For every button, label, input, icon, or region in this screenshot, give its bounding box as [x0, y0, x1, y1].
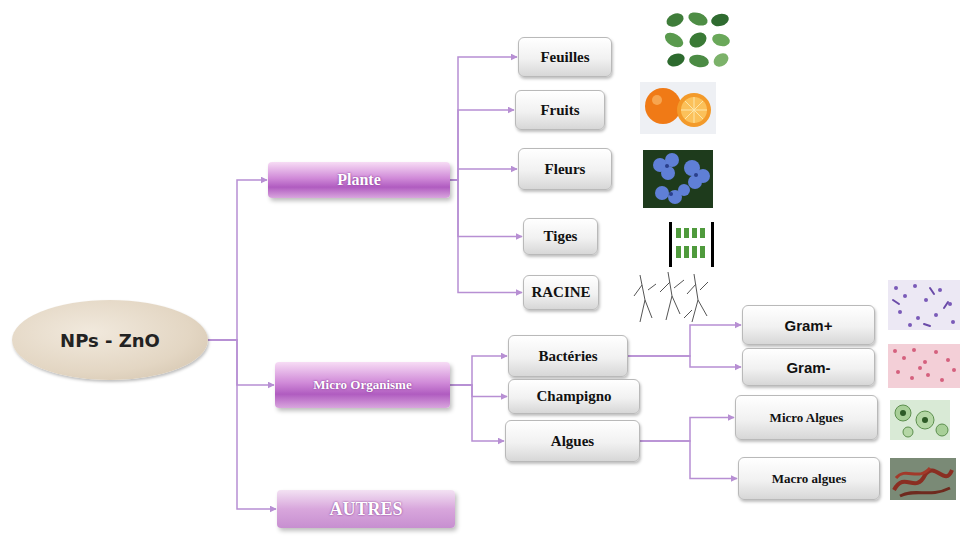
part-box: Fruits	[515, 90, 605, 130]
box-label: Feuilles	[540, 49, 589, 66]
box-label: AUTRES	[329, 499, 402, 520]
box-label: Plante	[337, 171, 381, 189]
roots-drawing	[634, 272, 708, 322]
arrow-connector	[450, 180, 522, 237]
leaves-photo	[662, 10, 732, 70]
box-label: Macro algues	[772, 471, 847, 487]
box-label: RACINE	[531, 284, 590, 301]
part-box: Tiges	[523, 218, 598, 255]
category-box: AUTRES	[277, 490, 455, 528]
group-box: Bactéries	[508, 335, 628, 377]
box-label: Bactéries	[538, 348, 597, 365]
arrow-connector	[450, 57, 517, 180]
type-box: Gram-	[742, 348, 875, 386]
arrow-connector	[208, 340, 274, 385]
box-label: Algues	[551, 433, 594, 450]
macro-algae-photo	[890, 458, 956, 500]
part-box: RACINE	[523, 275, 599, 310]
arrow-connector	[450, 356, 507, 385]
arrow-connector	[450, 385, 507, 397]
box-label: Gram-	[786, 359, 830, 376]
arrow-connector	[208, 340, 276, 509]
arrow-connector	[450, 169, 517, 180]
gram-positive-photo	[888, 280, 960, 330]
category-box: Micro Organisme	[275, 362, 450, 408]
arrow-connector	[450, 385, 504, 441]
box-label: Micro Algues	[770, 410, 844, 426]
flowers-photo	[643, 150, 713, 208]
gram-negative-photo	[888, 344, 960, 388]
stems-photo	[669, 222, 714, 267]
box-label: NPs - ZnO	[60, 330, 160, 351]
source-ellipse: NPs - ZnO	[12, 300, 208, 380]
group-box: Champigno	[508, 379, 640, 414]
category-box: Plante	[268, 162, 450, 198]
arrow-connector	[208, 180, 267, 340]
box-label: Fruits	[540, 102, 579, 119]
box-label: Micro Organisme	[313, 377, 411, 393]
arrow-connector	[628, 356, 741, 367]
box-label: Tiges	[544, 228, 578, 245]
part-box: Fleurs	[518, 148, 612, 190]
arrow-connector	[640, 441, 737, 479]
type-box: Gram+	[742, 305, 875, 345]
part-box: Feuilles	[518, 37, 612, 77]
type-box: Micro Algues	[735, 395, 878, 440]
box-label: Fleurs	[545, 161, 586, 178]
arrow-connector	[640, 418, 734, 442]
type-box: Macro algues	[738, 457, 880, 500]
box-label: Champigno	[536, 388, 611, 405]
orange-photo	[640, 82, 716, 134]
arrow-connector	[450, 180, 522, 293]
group-box: Algues	[505, 420, 640, 462]
arrow-connector	[628, 325, 741, 356]
micro-algae-photo	[890, 400, 950, 440]
box-label: Gram+	[785, 317, 833, 334]
